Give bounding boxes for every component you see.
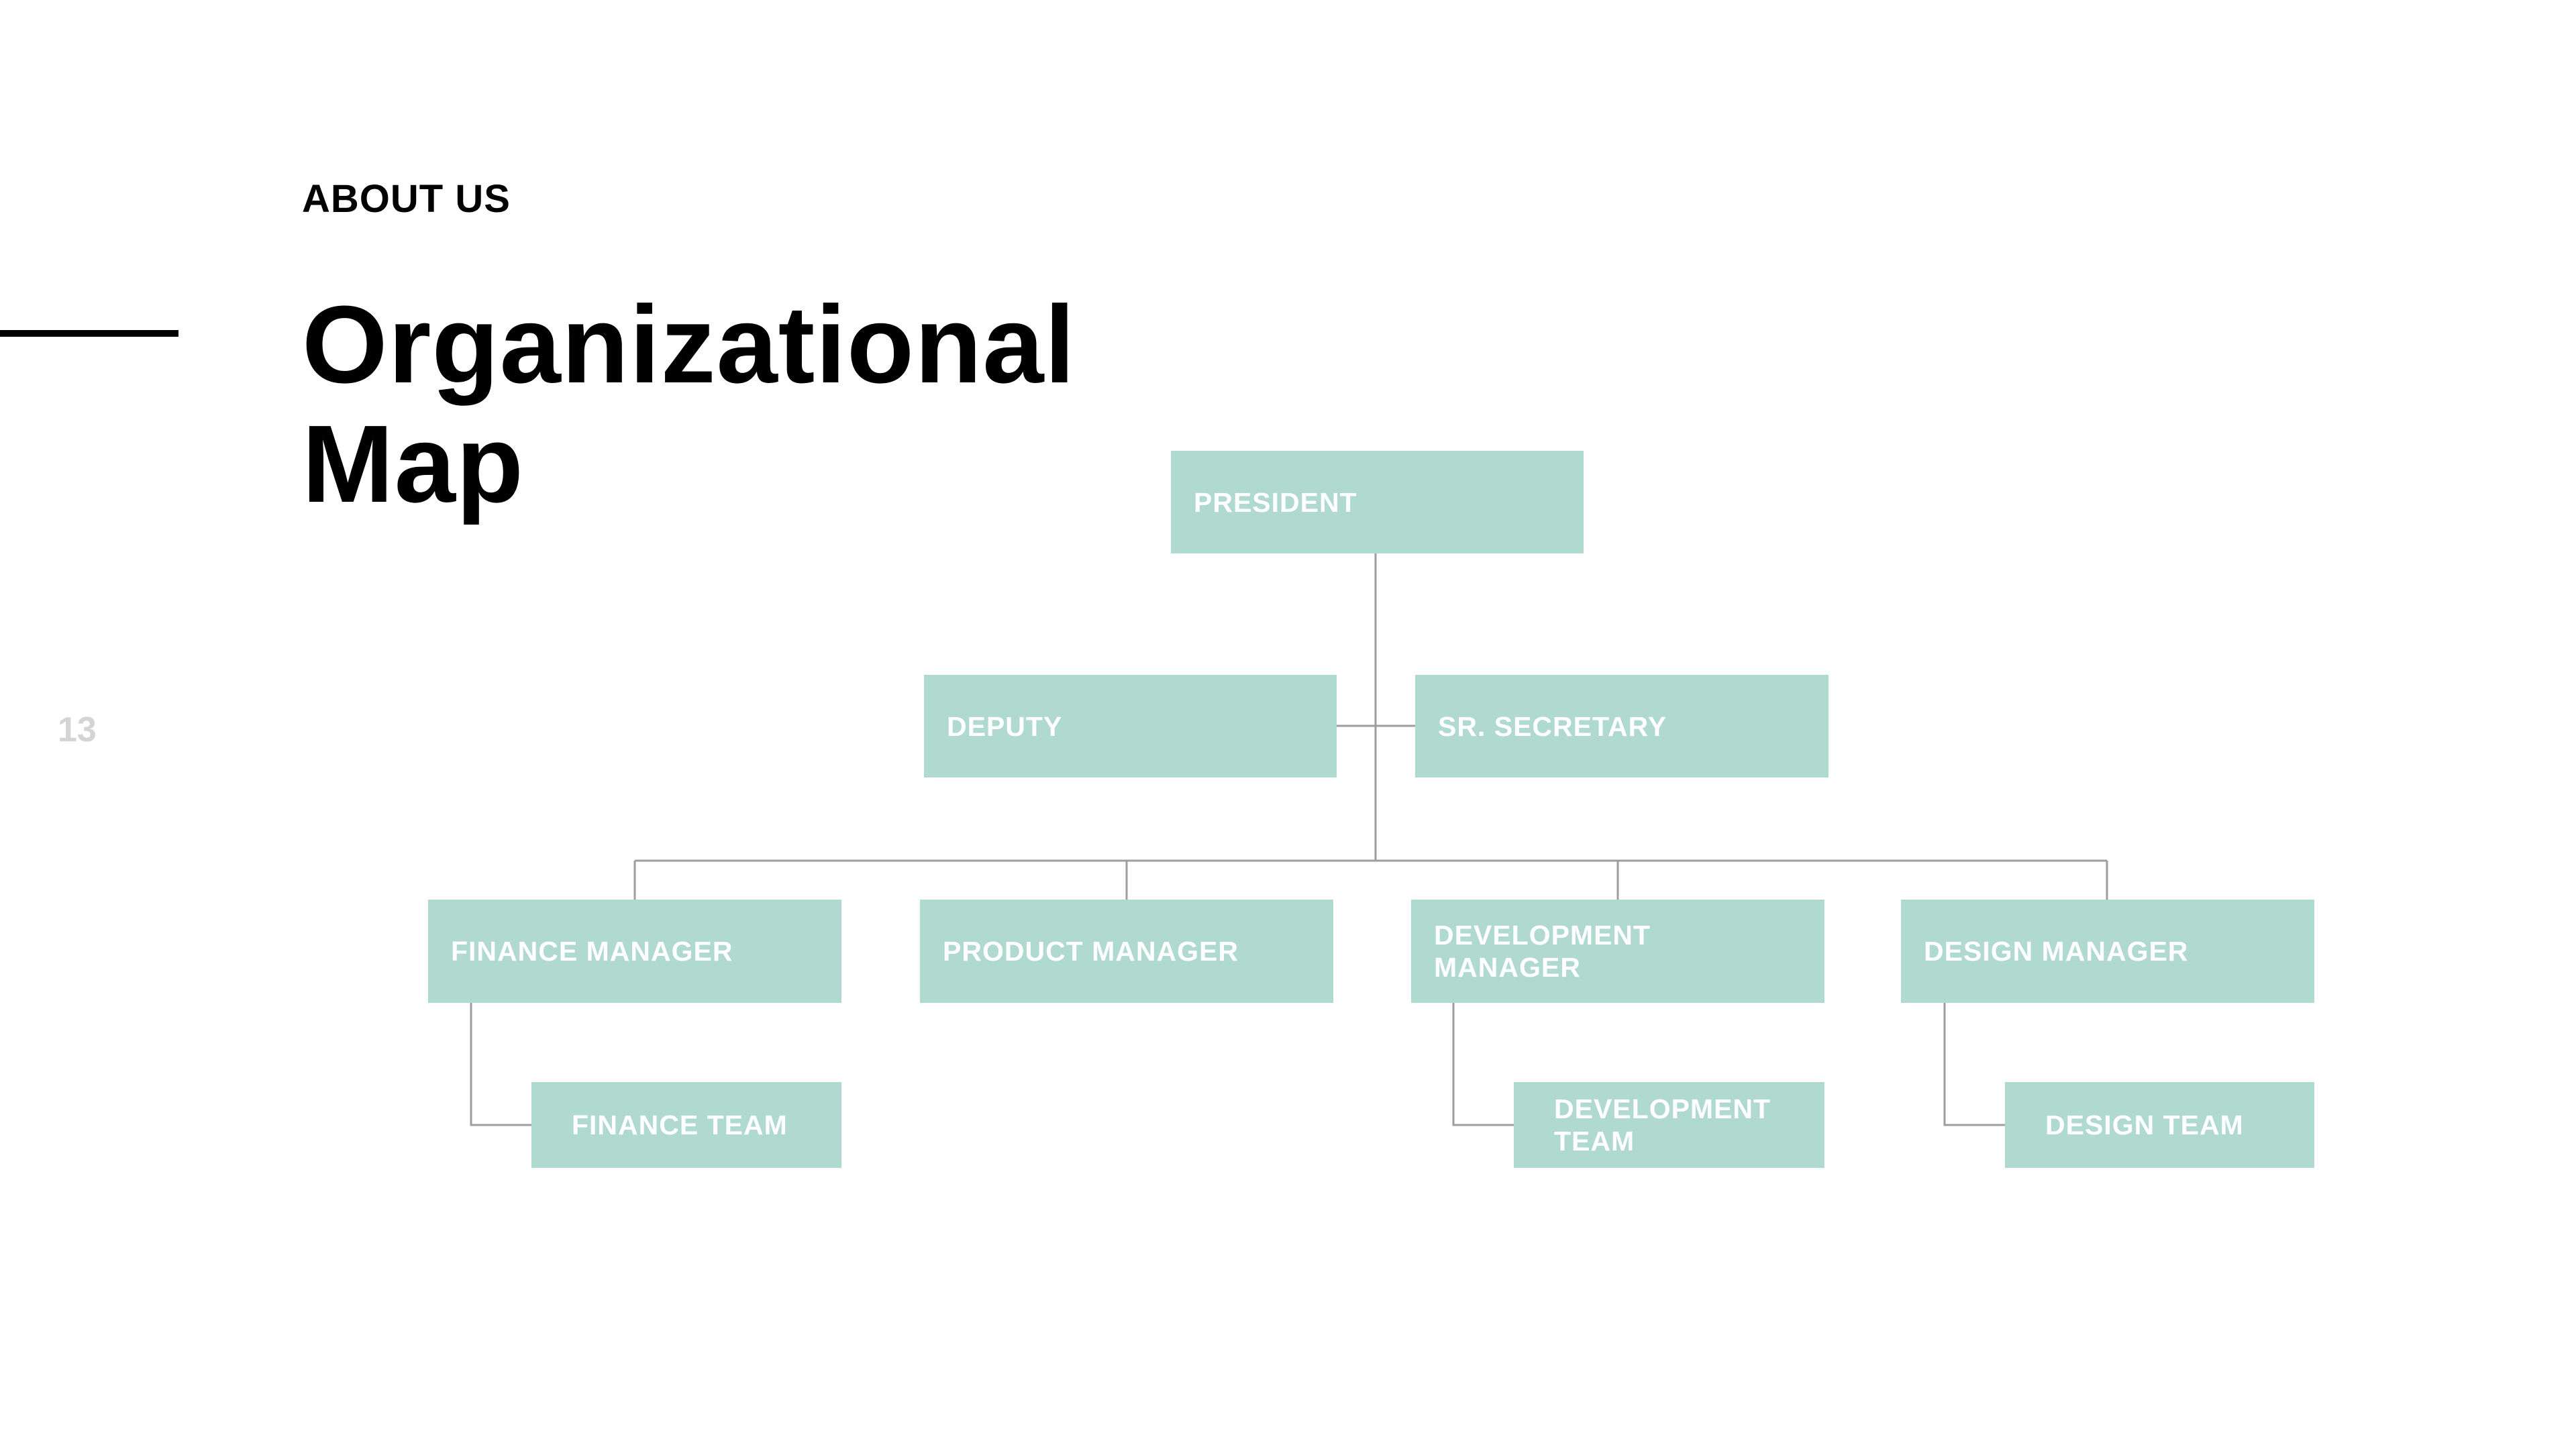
node-deputy-label: DEPUTY [947, 710, 1063, 742]
node-development-team-label: DEVELOPMENT TEAM [1554, 1093, 1771, 1157]
page-title: Organizational Map [302, 285, 1076, 524]
connector-finance-team [470, 1003, 531, 1126]
node-deputy: DEPUTY [924, 675, 1337, 777]
connector-development-team [1452, 1003, 1514, 1126]
node-product-manager-label: PRODUCT MANAGER [943, 936, 1239, 967]
node-product-manager: PRODUCT MANAGER [920, 900, 1333, 1003]
node-development-team: DEVELOPMENT TEAM [1514, 1082, 1824, 1168]
node-development-manager-label: DEVELOPMENT MANAGER [1434, 920, 1651, 983]
node-design-manager-label: DESIGN MANAGER [1924, 936, 2189, 967]
node-development-manager: DEVELOPMENT MANAGER [1411, 900, 1824, 1003]
node-finance-manager-label: FINANCE MANAGER [451, 936, 733, 967]
connector-design-team [1943, 1003, 2005, 1126]
node-finance-manager: FINANCE MANAGER [428, 900, 841, 1003]
node-finance-team: FINANCE TEAM [531, 1082, 841, 1168]
node-president-label: PRESIDENT [1194, 486, 1357, 518]
node-finance-team-label: FINANCE TEAM [572, 1110, 788, 1140]
node-design-team: DESIGN TEAM [2005, 1082, 2314, 1168]
node-sr-secretary-label: SR. SECRETARY [1438, 710, 1667, 742]
page-title-line-1: Organizational [302, 283, 1076, 406]
title-accent-line [0, 330, 178, 337]
page-title-line-2: Map [302, 402, 524, 525]
page-number: 13 [58, 710, 97, 749]
node-design-manager: DESIGN MANAGER [1901, 900, 2314, 1003]
node-president: PRESIDENT [1171, 451, 1584, 553]
section-kicker: ABOUT US [302, 177, 511, 221]
node-sr-secretary: SR. SECRETARY [1415, 675, 1828, 777]
node-design-team-label: DESIGN TEAM [2045, 1110, 2244, 1140]
